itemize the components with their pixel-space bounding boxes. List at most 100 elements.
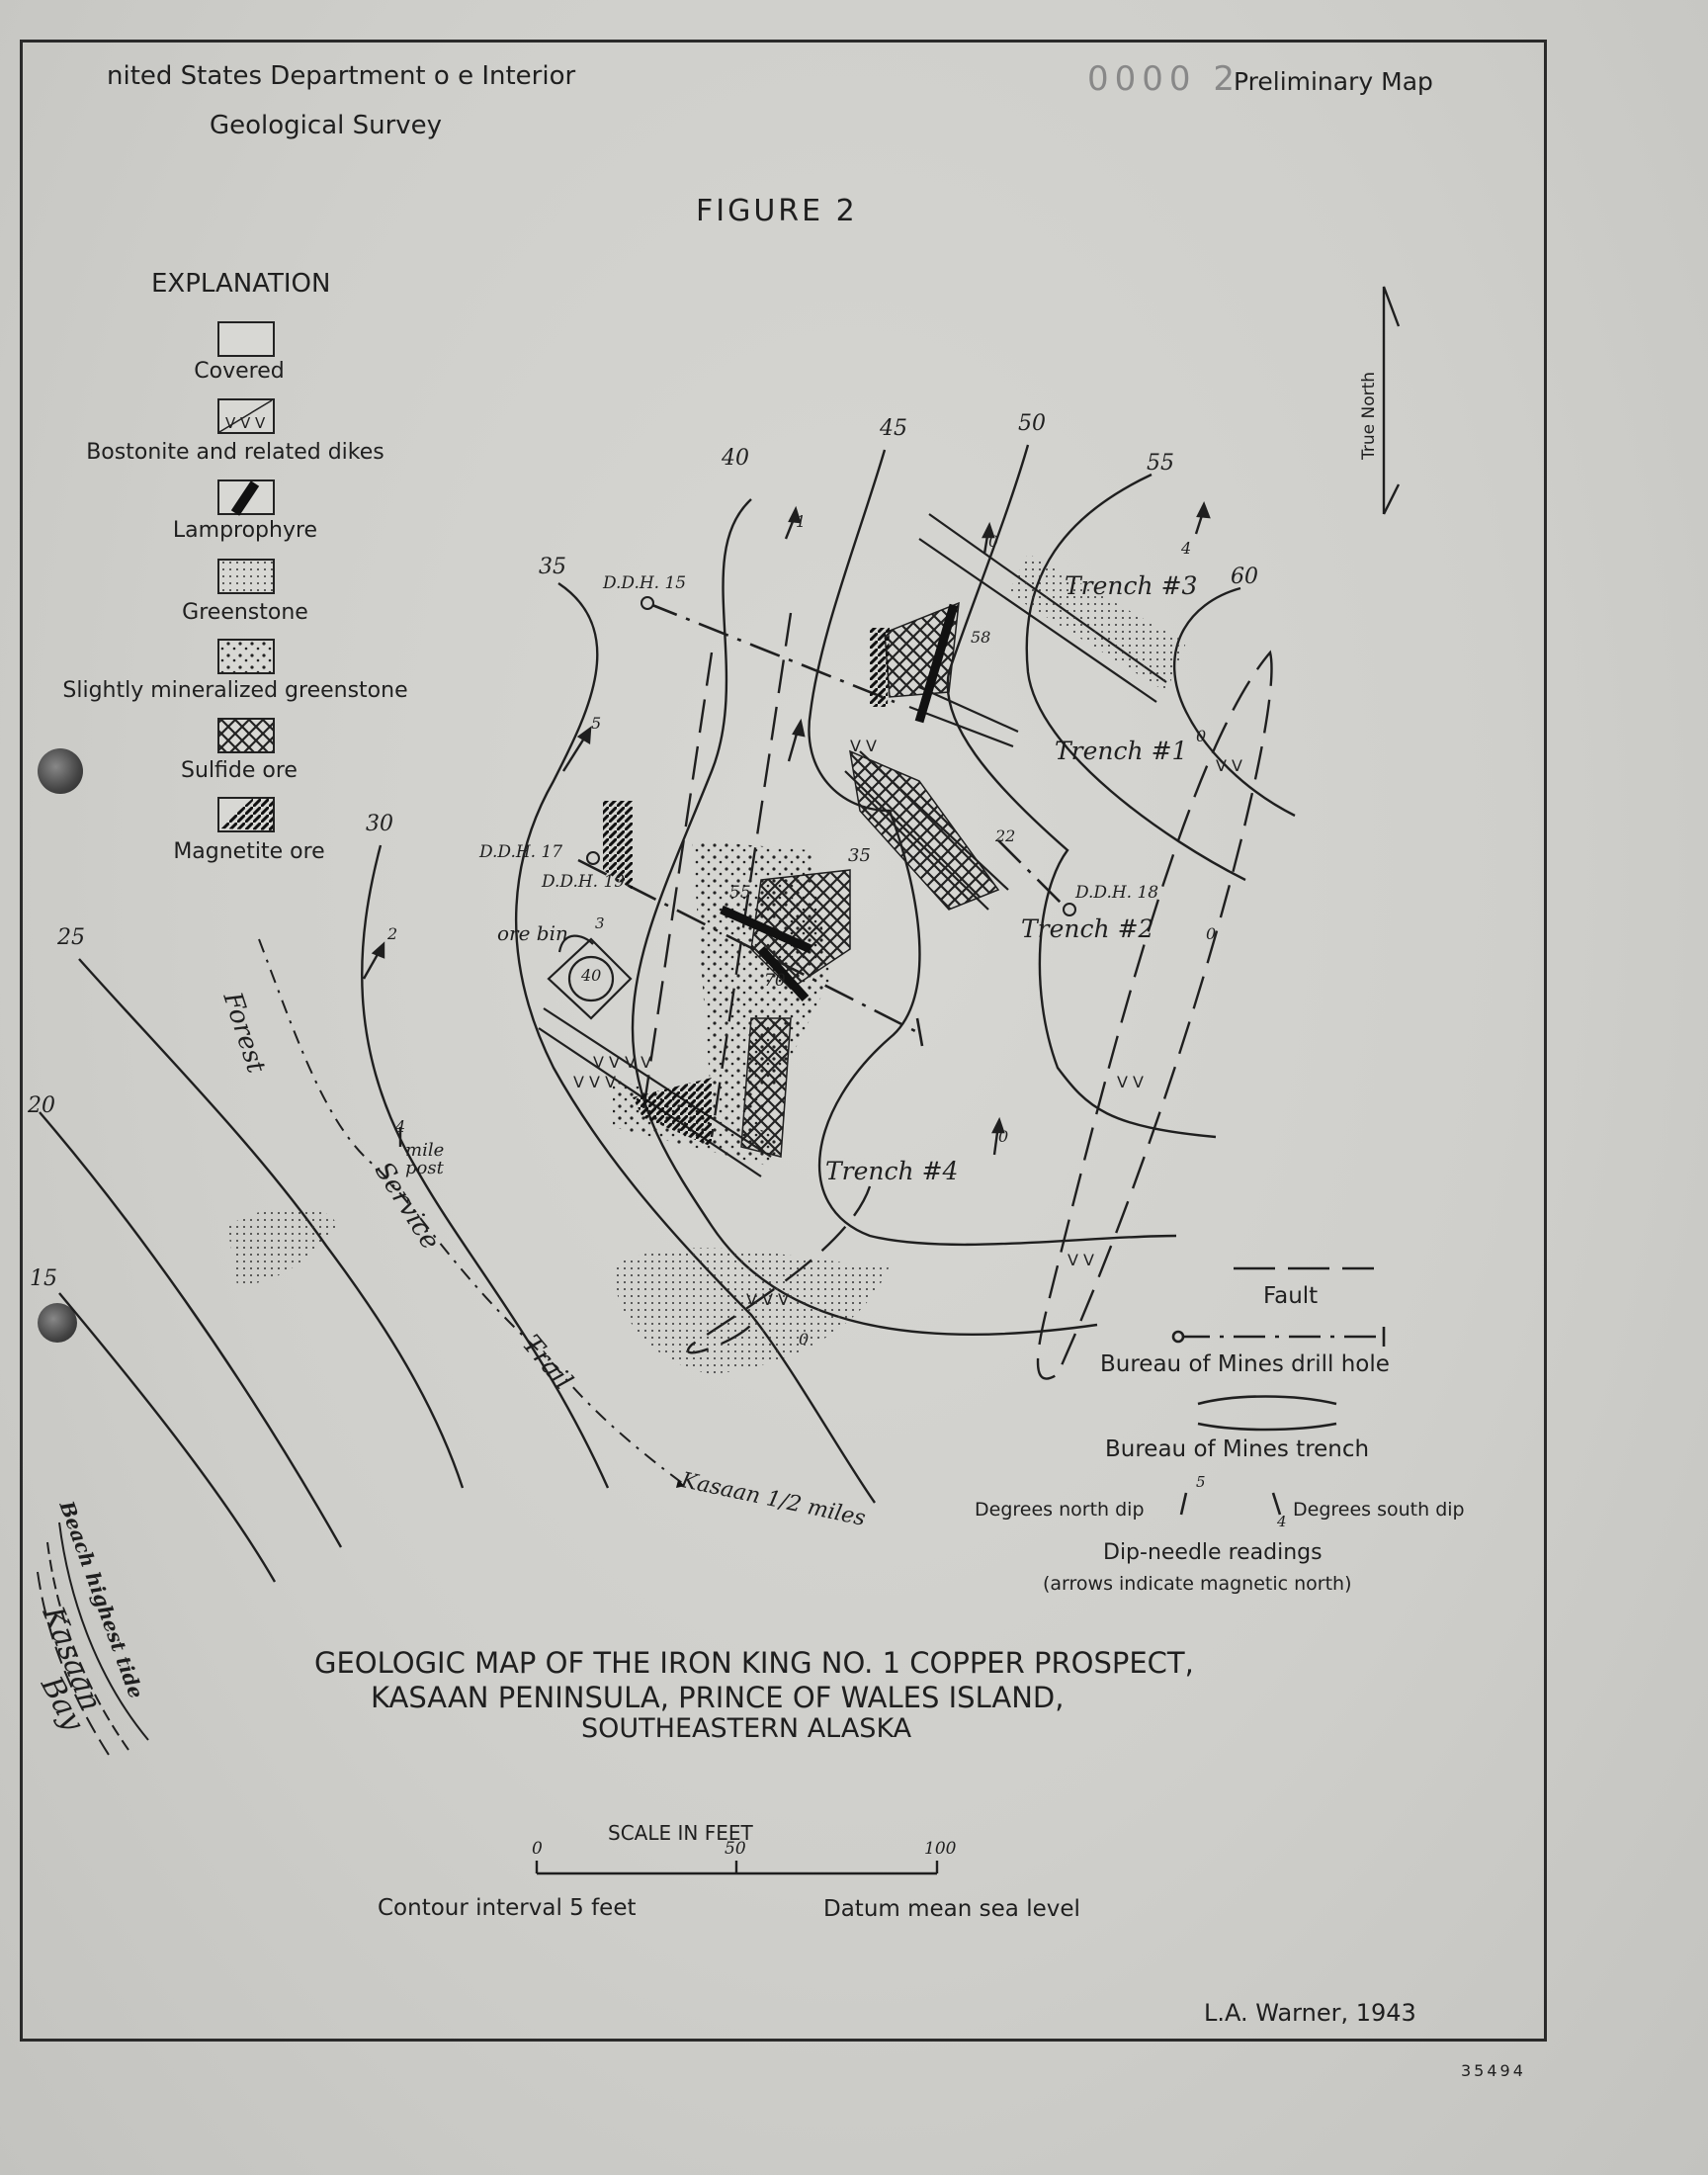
map-title-line-1: GEOLOGIC MAP OF THE IRON KING NO. 1 COPP… — [314, 1646, 1194, 1680]
dip-reading: 55 — [729, 883, 751, 903]
legend-label-lamprophyre: Lamprophyre — [172, 518, 318, 543]
contour-interval-note: Contour interval 5 feet — [378, 1895, 637, 1921]
map-border — [20, 40, 1547, 2042]
scale-bar — [535, 1861, 939, 1875]
contour-label-40: 40 — [721, 446, 749, 471]
dip-needle-arrows — [362, 501, 1211, 1156]
dip-reading: 3 — [595, 914, 605, 932]
ore-bin — [547, 934, 633, 1020]
mile-post-label: mile post — [405, 1140, 445, 1178]
legend-label-covered: Covered — [194, 359, 285, 384]
legend-swatch-fills: V V V — [218, 399, 273, 830]
scale-title: SCALE IN FEET — [608, 1821, 753, 1845]
contour-label-30: 30 — [366, 812, 393, 836]
legend-title: EXPLANATION — [151, 269, 331, 299]
dip-reading: 4 — [1181, 539, 1192, 558]
north-arrow-label: True North — [1359, 371, 1379, 460]
contour-label-45: 45 — [879, 416, 907, 441]
key-drill-hole-label: Bureau of Mines drill hole — [1100, 1351, 1390, 1377]
dip-reading: 58 — [971, 628, 991, 647]
archive-stamp: 0000 2 — [1087, 59, 1240, 99]
svg-text:V V: V V — [1117, 1073, 1144, 1091]
punch-hole — [38, 1303, 77, 1343]
drill-hole-markers — [586, 596, 1076, 916]
svg-text:V V: V V — [1216, 756, 1242, 775]
key-south-dip-value: 4 — [1277, 1513, 1287, 1530]
ore-bin-label: ore bin — [497, 921, 568, 945]
drill-hole-19-label: D.D.H. 19 — [542, 872, 626, 892]
svg-text:V V V: V V V — [225, 414, 266, 432]
key-fault-label: Fault — [1263, 1283, 1319, 1309]
dip-reading: 0 — [988, 532, 999, 551]
drill-hole-15-label: D.D.H. 15 — [603, 573, 687, 593]
drill-hole-end — [915, 1017, 924, 1047]
trench-1-label: Trench #1 — [1055, 737, 1188, 765]
drill-hole-18-label: D.D.H. 18 — [1075, 883, 1159, 903]
legend-label-magnetite: Magnetite ore — [173, 839, 325, 864]
trench-3-label: Trench #3 — [1065, 571, 1198, 600]
sulfide-ore — [740, 601, 1000, 1158]
svg-text:V V V: V V V — [746, 1290, 789, 1309]
trench-4-label: Trench #4 — [825, 1157, 959, 1185]
bostonite-dikes: V V V V V V V V V V V V V V V V V V — [573, 737, 1242, 1309]
key-dip-note: (arrows indicate magnetic north) — [1043, 1573, 1352, 1595]
dip-reading: 70 — [764, 971, 786, 991]
key-symbols — [1171, 1266, 1386, 1516]
author-credit: L.A. Warner, 1943 — [1204, 1999, 1416, 2027]
dip-reading: 4 — [395, 1117, 406, 1136]
svg-text:V V: V V — [850, 737, 877, 755]
legend-label-sulfide: Sulfide ore — [181, 758, 298, 783]
svg-text:V V V: V V V — [573, 1073, 616, 1091]
dip-reading: 0 — [1206, 924, 1217, 943]
contour-label-25: 25 — [56, 925, 85, 950]
forest-service-trail — [258, 938, 683, 1484]
lamprophyre-dikes — [720, 603, 959, 1002]
map-title-line-2: KASAAN PENINSULA, PRINCE OF WALES ISLAND… — [371, 1681, 1065, 1714]
legend-label-greenstone: Greenstone — [182, 600, 308, 625]
map-title-line-3: SOUTHEASTERN ALASKA — [581, 1713, 912, 1744]
key-north-dip-value: 5 — [1196, 1473, 1206, 1491]
contour-labels: 15 20 25 30 35 40 45 50 55 60 — [27, 411, 1258, 1291]
legend-label-mineralized: Slightly mineralized greenstone — [62, 678, 408, 703]
scale-tick-100: 100 — [924, 1839, 957, 1859]
ore-bin-elevation: 40 — [581, 966, 602, 985]
contour-label-50: 50 — [1018, 411, 1046, 436]
key-north-dip-label: Degrees north dip — [975, 1499, 1145, 1521]
figure-label: FIGURE 2 — [696, 194, 858, 228]
dip-reading: 1 — [796, 512, 807, 531]
bureau-header: Geological Survey — [210, 111, 443, 140]
svg-text:V V: V V — [1068, 1251, 1094, 1269]
beach-shoreline — [37, 1522, 149, 1756]
trail-arrowhead — [676, 1480, 685, 1488]
contour-label-15: 15 — [30, 1266, 57, 1291]
dip-reading: 0 — [1196, 727, 1207, 745]
dip-reading: 35 — [848, 845, 871, 866]
contour-label-60: 60 — [1231, 565, 1258, 589]
dip-reading: 5 — [591, 714, 602, 733]
scale-tick-50: 50 — [725, 1839, 746, 1859]
agency-header: nited States Department o e Interior — [107, 61, 576, 91]
svg-text:V V V V: V V V V — [593, 1053, 651, 1072]
north-arrow — [1382, 286, 1401, 515]
trench-2-label: Trench #2 — [1021, 914, 1154, 943]
legend-swatch-covered — [217, 321, 275, 357]
dip-reading: 2 — [387, 924, 398, 943]
key-dip-title: Dip-needle readings — [1103, 1540, 1323, 1565]
key-trench-label: Bureau of Mines trench — [1105, 1436, 1370, 1462]
magnetite-ore — [603, 628, 890, 1147]
dip-reading: 0 — [998, 1127, 1009, 1146]
contour-label-55: 55 — [1147, 451, 1174, 476]
status-label: Preliminary Map — [1234, 67, 1433, 96]
dip-reading: 22 — [995, 826, 1016, 845]
sheet-number: 35494 — [1461, 2061, 1526, 2080]
scale-tick-0: 0 — [532, 1839, 543, 1859]
contour-label-35: 35 — [539, 555, 566, 579]
key-south-dip-label: Degrees south dip — [1293, 1499, 1465, 1521]
drill-hole-17-label: D.D.H. 17 — [479, 842, 563, 862]
legend-label-bostonite: Bostonite and related dikes — [86, 440, 384, 465]
contour-label-20: 20 — [27, 1093, 55, 1118]
dip-reading: 0 — [799, 1330, 810, 1348]
datum-note: Datum mean sea level — [823, 1896, 1080, 1922]
